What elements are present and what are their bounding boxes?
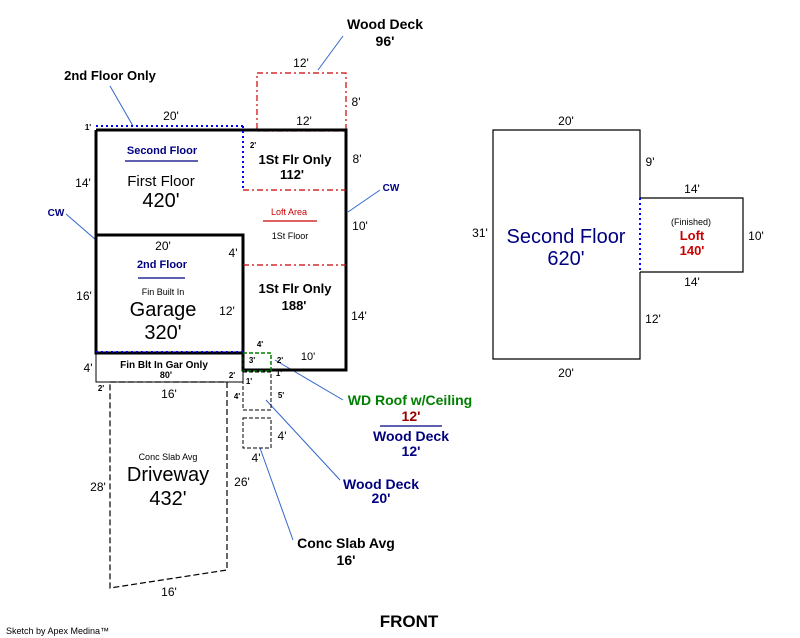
second-floor-boundary xyxy=(96,125,244,353)
loft-area: 140' xyxy=(680,243,705,258)
callout-leaders xyxy=(65,35,381,541)
cw-right-callout: CW xyxy=(383,183,400,194)
loft-area-sub: 1St Floor xyxy=(272,231,309,241)
conc-slab-small-area: 16' xyxy=(337,552,356,568)
dim-bottom-10: 10' xyxy=(301,351,315,363)
driveway-sub: Conc Slab Avg xyxy=(139,452,198,462)
conc-slab-small-title: Conc Slab Avg xyxy=(297,535,395,551)
first-flr-only-top-area: 112' xyxy=(280,167,304,182)
first-floor-area: 420' xyxy=(142,190,179,212)
wood-deck-small-area: 12' xyxy=(402,443,421,459)
driveway-area: 432' xyxy=(149,488,186,510)
garage-sub: Fin Built In xyxy=(142,287,185,297)
dim-loft-10: 10' xyxy=(748,229,764,243)
cw-left-callout: CW xyxy=(48,208,65,219)
dim-gar-1: 1' xyxy=(246,377,252,386)
garage-divider-wall xyxy=(96,233,245,353)
dim-sf-top: 20' xyxy=(558,114,574,128)
dim-sf-31: 31' xyxy=(472,226,488,240)
dim-deck-top: 12' xyxy=(293,56,309,70)
dim-drive-left-28: 28' xyxy=(90,480,106,494)
dim-garage-top: 20' xyxy=(155,239,171,253)
second-floor-plan-area: 620' xyxy=(547,248,584,270)
dim-slab-4-bottom: 4' xyxy=(252,451,261,465)
dim-main-top: 20' xyxy=(163,109,179,123)
loft-area-boundary xyxy=(243,189,346,266)
first-flr-only-bottom-name: 1St Flr Only xyxy=(259,281,333,296)
dim-drive-top-16: 16' xyxy=(161,387,177,401)
wd-roof-area: 12' xyxy=(402,408,421,424)
garage-area: 320' xyxy=(144,322,181,344)
dim-drive-right-26: 26' xyxy=(234,475,250,489)
dim-drive-2: 2' xyxy=(98,384,104,393)
dim-sf-12: 12' xyxy=(645,312,661,326)
loft-outline xyxy=(640,197,744,273)
driveway-name: Driveway xyxy=(127,464,209,486)
wood-deck-mid-area: 20' xyxy=(372,490,391,506)
second-floor-only-callout: 2nd Floor Only xyxy=(64,68,156,83)
wood-deck-small-title: Wood Deck xyxy=(373,428,449,444)
wd-roof-callout: WD Roof w/Ceiling xyxy=(348,392,472,408)
loft-sub: (Finished) xyxy=(671,217,711,227)
dim-loft-14-bottom: 14' xyxy=(684,275,700,289)
garage-second-floor-label: 2nd Floor xyxy=(137,259,188,271)
garage-name: Garage xyxy=(130,299,197,321)
second-floor-label: Second Floor xyxy=(127,145,198,157)
dim-deck-right: 8' xyxy=(352,95,361,109)
dim-left-4: 4' xyxy=(84,361,93,375)
dim-garage-4: 4' xyxy=(229,246,238,260)
fin-blt-gar-area: 80' xyxy=(160,370,172,380)
first-flr-only-top-name: 1St Flr Only xyxy=(259,152,333,167)
dim-two-ft-a: 2' xyxy=(250,141,256,150)
wood-deck-small-box xyxy=(242,371,272,411)
second-floor-plan-outline xyxy=(492,129,641,360)
dim-gar-4b: 4' xyxy=(234,392,240,401)
dim-gar-1b: 1' xyxy=(276,369,282,378)
dim-sf-bottom: 20' xyxy=(558,366,574,380)
dim-drive-bottom-16: 16' xyxy=(161,585,177,599)
dim-gar-5: 5' xyxy=(278,391,284,400)
conc-slab-small-box xyxy=(242,417,272,449)
dim-slab-4-right: 4' xyxy=(278,429,287,443)
dim-gar-2: 2' xyxy=(229,371,235,380)
dim-garage-left-16: 16' xyxy=(76,289,92,303)
wood-deck-top-title: Wood Deck xyxy=(347,16,423,32)
dim-small-4: 4' xyxy=(257,340,263,349)
front-label: FRONT xyxy=(380,612,439,631)
dim-loft-14-top: 14' xyxy=(684,182,700,196)
first-floor-name: First Floor xyxy=(127,173,195,190)
driveway-outline xyxy=(109,381,228,589)
second-floor-plan-name: Second Floor xyxy=(507,226,626,248)
sketch-credit: Sketch by Apex Medina™ xyxy=(6,626,109,636)
dim-deck-bottom: 12' xyxy=(296,114,312,128)
loft-name: Loft xyxy=(680,228,705,243)
dim-main-right-8: 8' xyxy=(353,152,362,166)
wd-roof-box xyxy=(242,352,272,372)
fin-blt-gar-name: Fin Blt In Gar Only xyxy=(120,360,208,371)
dim-main-left-14: 14' xyxy=(75,176,91,190)
dim-sf-9: 9' xyxy=(646,155,655,169)
dim-one-ft: 1' xyxy=(85,123,91,132)
label-underlines xyxy=(125,160,442,427)
dim-main-right-10: 10' xyxy=(352,219,368,233)
dim-small-3: 3' xyxy=(249,356,255,365)
first-flr-only-bottom-area: 188' xyxy=(282,298,307,313)
wood-deck-top-area: 96' xyxy=(376,33,395,49)
wood-deck-mid-title: Wood Deck xyxy=(343,476,419,492)
dim-small-2: 2' xyxy=(277,356,283,365)
loft-area-name: Loft Area xyxy=(271,207,307,217)
dimension-labels: 12' 8' 12' 20' 1' 2' 8' 14' 10' 20' 4' 1… xyxy=(75,56,764,599)
dim-main-right-14: 14' xyxy=(351,309,367,323)
dim-garage-inner-12: 12' xyxy=(219,304,235,318)
